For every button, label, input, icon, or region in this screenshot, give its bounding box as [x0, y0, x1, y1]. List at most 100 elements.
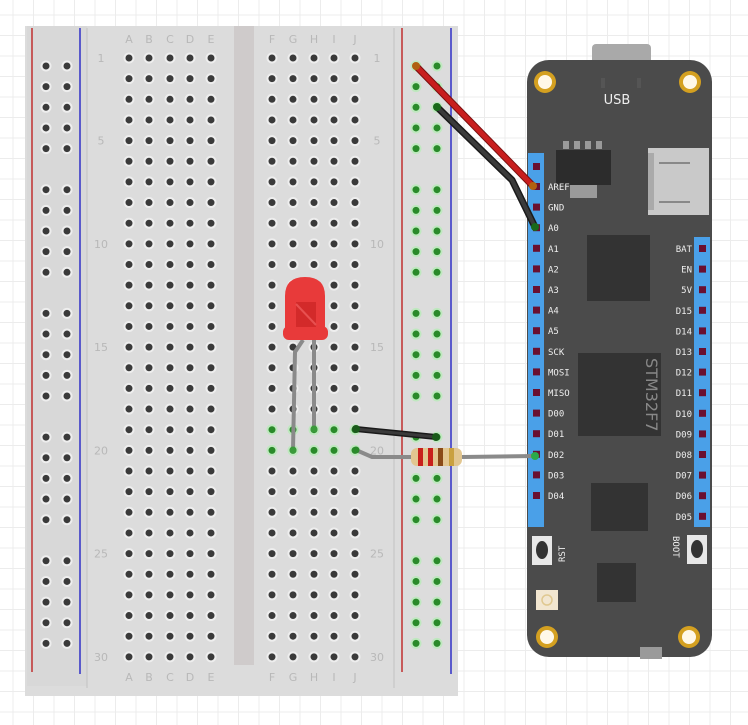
breadboard-hole-center	[186, 281, 194, 289]
rail-hole-center	[433, 206, 441, 214]
boot-label: BOOT	[670, 536, 680, 558]
column-label: E	[208, 671, 215, 684]
rail-hole-center	[412, 516, 420, 524]
breadboard-hole-center	[310, 199, 318, 207]
row-label: 25	[94, 548, 108, 561]
pin-label: 5V	[681, 286, 692, 296]
pin-d08[interactable]	[699, 451, 706, 458]
breadboard-hole-center	[207, 281, 215, 289]
pin-sck[interactable]	[533, 347, 540, 355]
pin-d15[interactable]	[699, 306, 706, 314]
pin-a1[interactable]	[533, 244, 540, 252]
rail-hole-center	[412, 495, 420, 503]
breadboard-hole-center	[330, 219, 338, 227]
pin-gnd[interactable]	[533, 203, 540, 211]
resistor[interactable]	[411, 448, 462, 466]
rail-hole-center	[42, 248, 50, 256]
resistor-band	[438, 448, 443, 466]
row-label: 10	[370, 238, 384, 251]
breadboard-hole-center	[166, 116, 174, 124]
breadboard-hole-center	[125, 137, 133, 145]
pin-d07[interactable]	[699, 471, 706, 479]
rail-hole-center	[63, 206, 71, 214]
breadboard-hole-center	[125, 116, 133, 124]
pin-a2[interactable]	[533, 265, 540, 273]
black-wire-gnd[interactable]	[433, 103, 539, 231]
pin[interactable]	[533, 163, 540, 170]
pin-d11[interactable]	[699, 389, 706, 397]
pin-d03[interactable]	[533, 471, 540, 479]
pin-en[interactable]	[699, 265, 706, 273]
breadboard-hole-center	[145, 364, 153, 372]
rail-hole-center	[412, 557, 420, 565]
breadboard-hole-center	[351, 322, 359, 330]
rail-hole-center	[63, 598, 71, 606]
pin-d13[interactable]	[699, 348, 706, 355]
red-wire[interactable]	[412, 62, 537, 190]
center-channel	[234, 26, 254, 665]
red-led[interactable]	[283, 277, 328, 454]
breadboard-hole-center	[186, 488, 194, 496]
pin-a3[interactable]	[533, 286, 540, 293]
breadboard-hole-center	[289, 612, 297, 620]
black-wire-row19[interactable]	[352, 425, 440, 441]
breadboard-hole-center	[166, 570, 174, 578]
rail-hole-center	[433, 516, 441, 524]
rail-hole-center	[433, 351, 441, 359]
breadboard-hole-center	[186, 653, 194, 661]
breadboard-hole-center	[207, 322, 215, 330]
pin-label: D13	[676, 348, 692, 358]
breadboard-hole-center	[351, 550, 359, 558]
breadboard-hole-center	[310, 75, 318, 83]
reset-button[interactable]	[532, 536, 552, 565]
pin-label: D03	[548, 471, 564, 481]
breadboard-hole-center	[186, 322, 194, 330]
breadboard-hole-center	[330, 157, 338, 165]
breadboard-hole-center	[289, 157, 297, 165]
pin-a4[interactable]	[533, 306, 540, 314]
breadboard-hole-center	[310, 488, 318, 496]
rail-hole-center	[42, 557, 50, 565]
breadboard-hole-center	[166, 178, 174, 186]
pin-d06[interactable]	[699, 492, 706, 500]
rail-hole-center	[433, 227, 441, 235]
rail-hole-center	[42, 392, 50, 400]
pin-miso[interactable]	[533, 389, 540, 396]
breadboard-hole-center	[268, 240, 276, 248]
breadboard-hole-center	[330, 508, 338, 516]
pin-d12[interactable]	[699, 368, 706, 376]
pin-d01[interactable]	[533, 430, 540, 438]
stm32f7-feather-board[interactable]: USB STM32F7 RST BO	[527, 44, 712, 659]
breadboard-hole-center	[351, 54, 359, 62]
pin-5v[interactable]	[699, 286, 706, 294]
rail-hole-center	[433, 371, 441, 379]
pin-a5[interactable]	[533, 327, 540, 335]
breadboard-hole-center	[125, 199, 133, 207]
breadboard-hole-center	[351, 612, 359, 620]
breadboard-hole-center	[330, 364, 338, 372]
pin-mosi[interactable]	[533, 368, 540, 376]
breadboard-hole-center	[268, 199, 276, 207]
pin-label: EN	[681, 266, 692, 276]
rail-hole-center	[63, 309, 71, 317]
grey-wire-d01[interactable]	[352, 446, 540, 461]
rail-hole-center	[63, 454, 71, 462]
breadboard-hole-center	[310, 157, 318, 165]
breadboard-hole-center	[145, 488, 153, 496]
pin-d14[interactable]	[699, 327, 706, 335]
boot-button[interactable]	[687, 535, 707, 564]
pin-d00[interactable]	[533, 409, 540, 417]
rail-hole-center	[42, 619, 50, 627]
breadboard-hole-center	[207, 384, 215, 392]
breadboard-hole-center	[145, 632, 153, 640]
pin-d04[interactable]	[533, 492, 540, 499]
pin-d10[interactable]	[699, 409, 706, 417]
rail-hole-center	[42, 83, 50, 91]
breadboard-hole-center	[351, 591, 359, 599]
breadboard-hole-center	[351, 178, 359, 186]
pin-d09[interactable]	[699, 430, 706, 438]
pin-d05[interactable]	[699, 512, 706, 520]
column-label: D	[186, 33, 194, 46]
pin-bat[interactable]	[699, 245, 706, 252]
voltage-regulator	[556, 141, 611, 198]
